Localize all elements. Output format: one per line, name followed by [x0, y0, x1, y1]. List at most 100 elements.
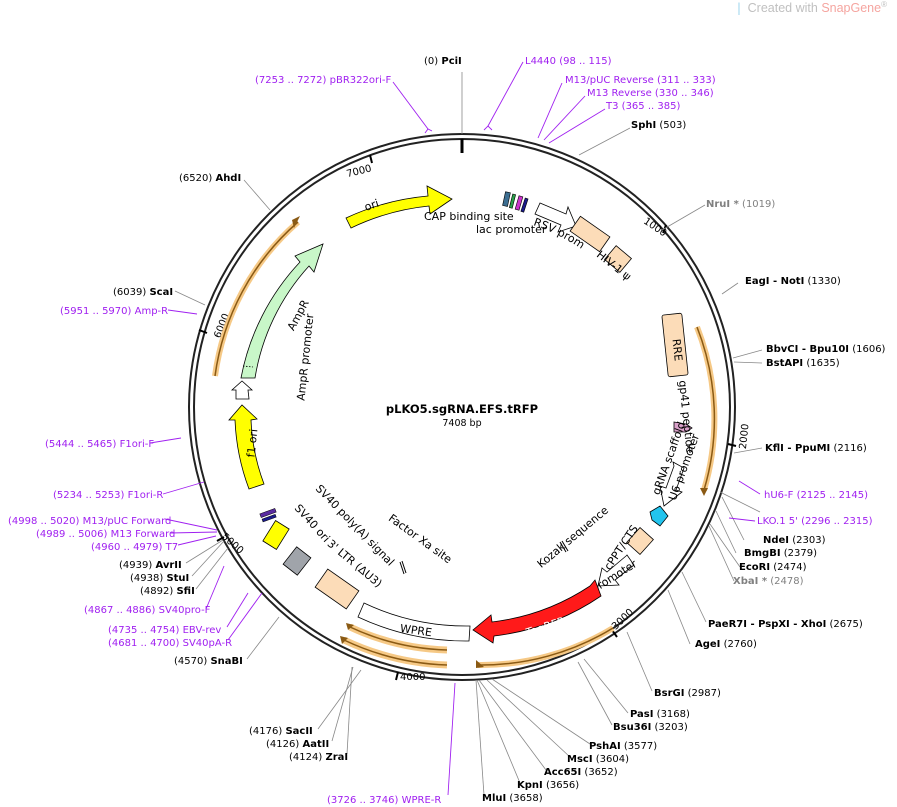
primers: (7253 .. 7272) pBR322ori-F L4440 (98 .. … — [8, 56, 873, 806]
primer-f1ori-r: (5234 .. 5253) F1ori-R — [53, 490, 163, 501]
feature-tagrfp — [472, 579, 602, 644]
primer-sv40pro-f: (4867 .. 4886) SV40pro-F — [84, 605, 211, 616]
primer-m13puc-forward: (4998 .. 5020) M13/pUC Forward — [8, 516, 171, 527]
feature-wpre-label: WPRE — [399, 622, 433, 639]
tick-label-2000: 2000 — [738, 423, 752, 449]
plasmid-length: 7408 bp — [442, 418, 481, 429]
site-pasi: PasI (3168) — [630, 709, 690, 720]
feature-hiv-box-2 — [603, 245, 633, 273]
site-pcii: (0) PciI — [424, 56, 462, 67]
feature-sv40ori-label: SV40 ori — [292, 502, 333, 545]
primer-m13puc-reverse: M13/pUC Reverse (311 .. 333) — [565, 75, 716, 86]
primer-m13-forward: (4989 .. 5006) M13 Forward — [36, 529, 175, 540]
site-pshai: PshAI (3577) — [589, 741, 657, 752]
feature-lac-box — [508, 193, 516, 209]
tick-7000 — [369, 154, 373, 164]
primer-t7: (4960 .. 4979) T7 — [91, 542, 178, 553]
feature-ori-label: ori — [363, 197, 381, 214]
primer-wpre-r: (3726 .. 3746) WPRE-R — [327, 795, 441, 806]
site-bsrgi: BsrGI (2987) — [654, 688, 721, 699]
feature-gp41 — [673, 421, 693, 433]
primer-sv40pa-r: (4681 .. 4700) SV40pA-R — [108, 638, 232, 649]
feature-wpre — [357, 602, 471, 642]
feature-ampr — [240, 243, 324, 379]
site-msci: MscI (3604) — [567, 754, 629, 765]
feature-lac-marker — [259, 508, 277, 518]
restriction-sites: (0) PciI SphI (503) NruI * (1019) EagI -… — [113, 56, 886, 804]
outer-arc-arrowheads — [292, 216, 708, 668]
tick-5000 — [216, 536, 225, 542]
site-bbvci: BbvCI - Bpu10I (1606) — [766, 344, 886, 355]
primer-leaders — [149, 61, 761, 796]
site-agei: AgeI (2760) — [695, 639, 757, 650]
site-avrii: (4939) AvrII — [119, 560, 182, 571]
site-aatii: (4126) AatII — [266, 739, 329, 750]
feature-ampr-promoter — [230, 380, 254, 400]
site-xhoi: PaeR7I - PspXI - XhoI (2675) — [708, 619, 863, 630]
primer-f1ori-f: (5444 .. 5465) F1ori-F — [45, 439, 154, 450]
tick-2000 — [727, 443, 737, 447]
site-scai: (6039) ScaI — [113, 287, 173, 298]
feature-rre-label: RRE — [670, 338, 685, 362]
feature-rre — [661, 312, 689, 378]
feature-lacop-box — [514, 195, 524, 211]
primer-pbr322ori-f: (7253 .. 7272) pBR322ori-F — [255, 75, 391, 86]
site-ahdi: (6520) AhdI — [179, 173, 241, 184]
site-kfli: KflI - PpuMI (2116) — [765, 443, 867, 454]
feature-ef1a-arrow — [597, 554, 635, 587]
site-nrui: NruI * (1019) — [706, 199, 775, 210]
site-sfii: (4892) SfiI — [140, 586, 195, 597]
tick-label-7000: 7000 — [345, 163, 372, 180]
snapgene-watermark: ❘ Created with SnapGene® — [734, 0, 887, 15]
feature-ori — [345, 185, 453, 229]
outer-feature-arcs — [212, 219, 718, 669]
feature-t3-box — [520, 197, 529, 213]
feature-cap-label: CAP binding site — [424, 210, 514, 223]
primer-ebv-rev: (4735 .. 4754) EBV-rev — [108, 625, 221, 636]
feature-kozak-label: Kozak sequence — [535, 504, 612, 571]
site-xbai: XbaI * (2478) — [733, 576, 804, 587]
plasmid-name: pLKO5.sgRNA.EFS.tRFP — [386, 402, 538, 416]
tick-6000 — [198, 329, 208, 334]
feature-hiv-box-1 — [569, 215, 611, 253]
site-ndei: NdeI (2303) — [763, 535, 826, 546]
feature-sv40polya-box — [262, 520, 290, 550]
feature-cppt-box — [626, 526, 654, 556]
feature-u6-arrow — [659, 461, 685, 507]
site-bsu36i: Bsu36I (3203) — [613, 722, 688, 733]
feature-kozak-mark — [559, 541, 567, 553]
watermark-brand: SnapGene — [821, 1, 882, 16]
feature-cap-box — [502, 191, 511, 207]
watermark-mark: ® — [881, 0, 887, 9]
tick-labels: 1000 2000 3000 4000 5000 6000 7000 — [213, 163, 752, 683]
feature-t7-marker — [261, 514, 277, 523]
site-zrai: (4124) ZraI — [289, 752, 348, 763]
site-bmgbi: BmgBI (2379) — [744, 548, 817, 559]
feature-lac-label: lac promoter — [476, 223, 547, 236]
feature-factorxa-mark — [399, 561, 405, 575]
feature-grna-scaffold — [649, 505, 669, 527]
site-snabi: (4570) SnaBI — [174, 656, 243, 667]
primer-t3: T3 (365 .. 385) — [605, 101, 680, 112]
site-stui: (4938) StuI — [130, 573, 189, 584]
feature-f1ori — [228, 404, 265, 490]
primer-l4440: L4440 (98 .. 115) — [525, 56, 612, 67]
primer-m13-reverse: M13 Reverse (330 .. 346) — [587, 88, 714, 99]
site-mlui: MluI (3658) — [482, 793, 543, 804]
primer-amp-r: (5951 .. 5970) Amp-R — [60, 306, 168, 317]
primer-lko1-5: LKO.1 5' (2296 .. 2315) — [757, 516, 873, 527]
feature-f1ori-label: f1 ori — [244, 428, 260, 458]
site-bstapi: BstAPI (1635) — [766, 358, 840, 369]
feature-ltr-box — [314, 568, 360, 610]
tick-label-4000: 4000 — [400, 672, 425, 683]
tick-4000 — [395, 671, 399, 681]
primer-hu6-f: hU6-F (2125 .. 2145) — [764, 490, 868, 501]
watermark-prefix: Created with — [747, 1, 822, 16]
feature-sv40ori-box — [282, 546, 312, 576]
watermark-logo-icon: ❘ — [733, 1, 745, 16]
site-kpni: KpnI (3656) — [517, 780, 579, 791]
site-sphi: SphI (503) — [631, 120, 686, 131]
site-sacii: (4176) SacII — [249, 726, 313, 737]
site-ecori: EcoRI (2474) — [739, 562, 807, 573]
